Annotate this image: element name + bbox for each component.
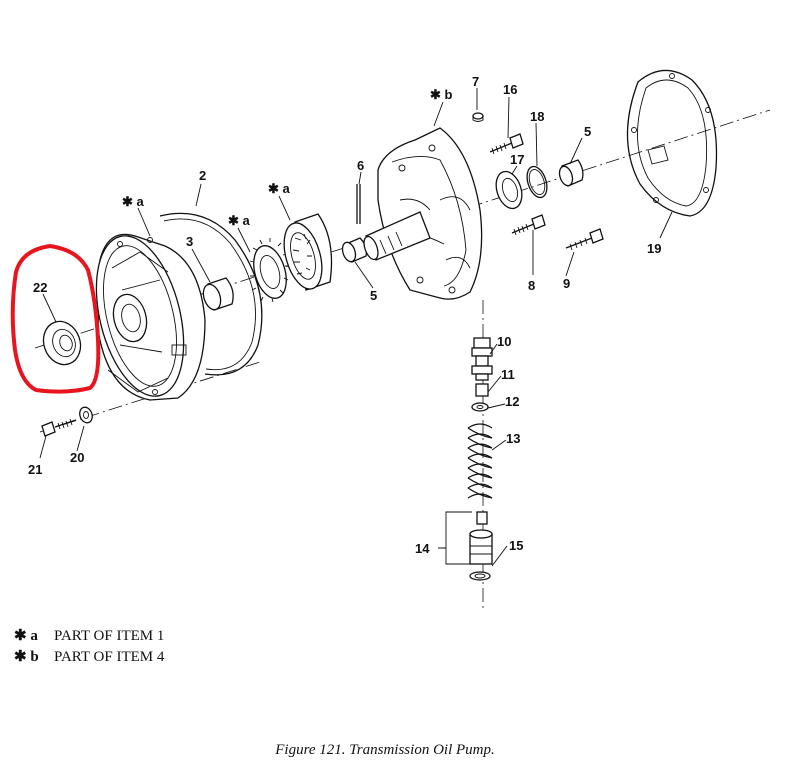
bushing-5-lower xyxy=(341,237,368,263)
legend-row-b: ✱ b PART OF ITEM 4 xyxy=(14,647,164,668)
callout-21: 21 xyxy=(28,462,42,477)
legend-text-b: PART OF ITEM 4 xyxy=(54,649,165,665)
callout-2: 2 xyxy=(199,168,206,183)
callout-5-lower: 5 xyxy=(370,288,377,303)
bushing-5-upper xyxy=(558,159,584,187)
legend-mark-a: ✱ a xyxy=(14,628,38,644)
callout-15: 15 xyxy=(509,538,523,553)
seal-22 xyxy=(42,320,82,366)
legend-text-a: PART OF ITEM 1 xyxy=(54,628,165,644)
callout-18: 18 xyxy=(530,109,544,124)
legend-row-a: ✱ a PART OF ITEM 1 xyxy=(14,626,164,647)
pin-6 xyxy=(356,184,361,224)
leader-lines xyxy=(39,88,673,567)
bushing-3 xyxy=(202,277,234,311)
outer-gear xyxy=(283,213,333,291)
bolt-9 xyxy=(565,228,604,251)
callout-5-upper: 5 xyxy=(584,124,591,139)
pump-body xyxy=(95,233,206,401)
callout-10: 10 xyxy=(497,334,511,349)
callout-14: 14 xyxy=(415,541,430,556)
inner-gear xyxy=(249,238,289,303)
bolt-21 xyxy=(41,418,77,437)
callout-17: 17 xyxy=(510,152,524,167)
legend-mark-b: ✱ b xyxy=(14,649,39,665)
part-ref-inner-gear: ✱ a xyxy=(228,213,251,228)
callout-11: 11 xyxy=(501,367,515,382)
callout-13: 13 xyxy=(506,431,520,446)
o-ring-18 xyxy=(526,165,548,199)
bolt-8 xyxy=(511,214,546,236)
callout-9: 9 xyxy=(563,276,570,291)
highlight-circle xyxy=(10,244,101,394)
valve-stack xyxy=(467,337,493,581)
plug-7 xyxy=(472,112,484,122)
callout-7: 7 xyxy=(472,74,479,89)
part-ref-pump-cover: ✱ b xyxy=(430,87,453,102)
legend: ✱ a PART OF ITEM 1 ✱ b PART OF ITEM 4 xyxy=(14,626,164,668)
seal-ring-17 xyxy=(495,170,523,210)
callout-12: 12 xyxy=(505,394,519,409)
callout-22: 22 xyxy=(33,280,47,295)
callout-3: 3 xyxy=(186,234,193,249)
callout-6: 6 xyxy=(357,158,364,173)
pump-cover xyxy=(363,127,483,300)
bolt-16 xyxy=(489,133,524,155)
gasket-19 xyxy=(626,69,718,217)
callout-19: 19 xyxy=(647,241,661,256)
callout-16: 16 xyxy=(503,82,517,97)
gasket-2 xyxy=(159,212,263,376)
part-ref-outer-gear: ✱ a xyxy=(268,181,291,196)
callout-8: 8 xyxy=(528,278,535,293)
washer-20 xyxy=(79,406,93,424)
figure-caption: Figure 121. Transmission Oil Pump. xyxy=(275,742,495,758)
part-ref-pump-body: ✱ a xyxy=(122,194,145,209)
callout-20: 20 xyxy=(70,450,84,465)
